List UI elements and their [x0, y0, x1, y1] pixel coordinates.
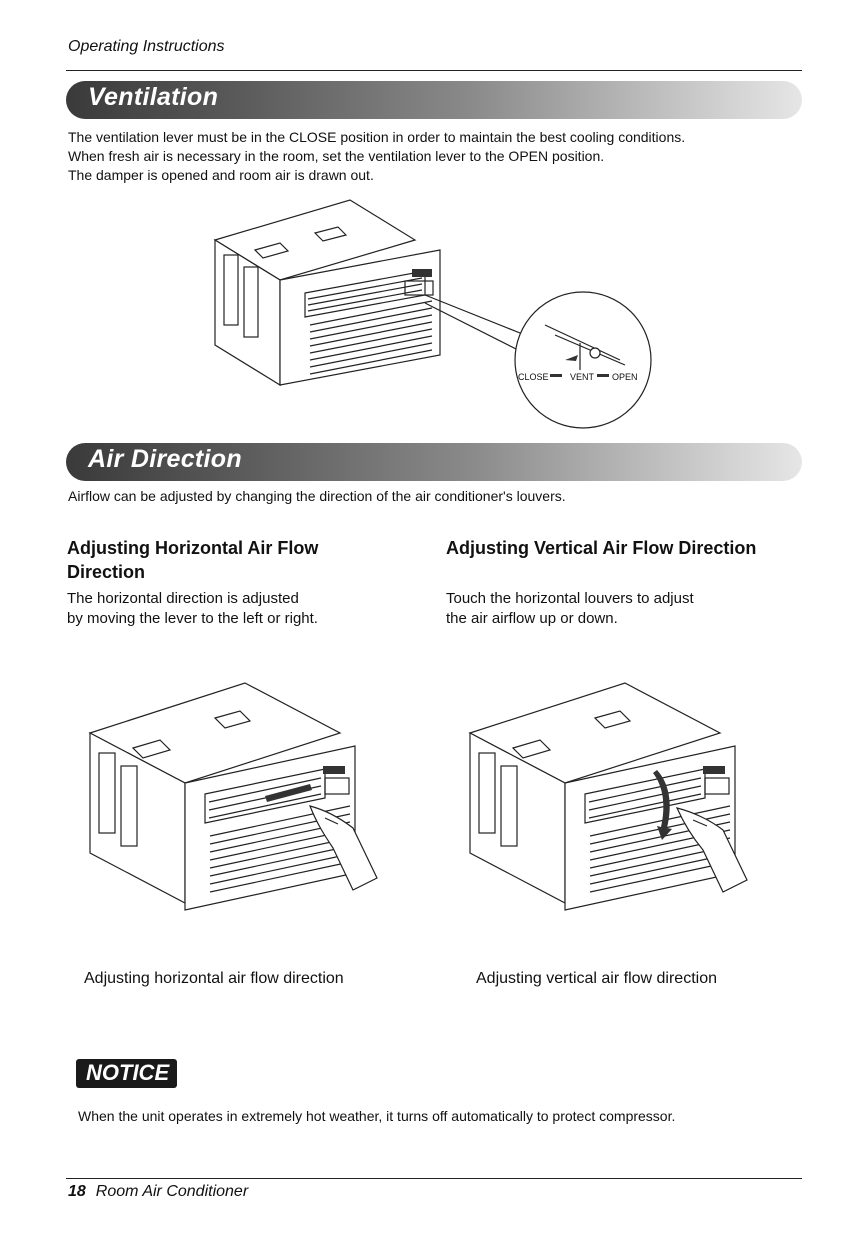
ventilation-title: Ventilation — [88, 83, 219, 111]
horizontal-body: The horizontal direction is adjusted by … — [67, 589, 318, 629]
vertical-heading: Adjusting Vertical Air Flow Direction — [446, 538, 757, 558]
horizontal-body-line-1: The horizontal direction is adjusted — [67, 590, 299, 607]
air-conditioner-illustration — [213, 199, 441, 387]
air-direction-intro: Airflow can be adjusted by changing the … — [68, 488, 566, 504]
footer-divider — [66, 1178, 802, 1179]
air-direction-title: Air Direction — [88, 445, 242, 473]
horizontal-caption: Adjusting horizontal air flow direction — [84, 970, 344, 987]
horizontal-heading-line-2: Direction — [67, 562, 146, 582]
hand-illustration — [675, 807, 748, 893]
horizontal-heading-line-1: Adjusting Horizontal Air Flow — [67, 538, 319, 558]
hand-illustration — [309, 805, 378, 891]
footer-title: Room Air Conditioner — [95, 1183, 249, 1200]
page-footer: 18 Room Air Conditioner — [68, 1183, 248, 1201]
ventilation-title-band: Ventilation — [66, 81, 802, 119]
air-conditioner-illustration — [88, 682, 356, 911]
ventilation-text: The ventilation lever must be in the CLO… — [68, 128, 685, 185]
ventilation-line-1: The ventilation lever must be in the CLO… — [68, 129, 686, 145]
notice-badge: NOTICE — [76, 1059, 178, 1088]
air-direction-title-band: Air Direction — [66, 443, 802, 481]
section-header: Operating Instructions — [68, 38, 225, 55]
header-divider — [66, 70, 802, 71]
curved-arrow-icon — [653, 770, 672, 840]
vertical-body: Touch the horizontal louvers to adjust t… — [446, 589, 694, 629]
ventilation-line-3: The damper is opened and room air is dra… — [68, 167, 374, 183]
horizontal-body-line-2: by moving the lever to the left or right… — [67, 610, 318, 627]
vertical-figure — [468, 682, 748, 911]
ventilation-figure: CLOSE VENT OPEN — [213, 199, 652, 429]
horizontal-heading: Adjusting Horizontal Air Flow Direction — [67, 536, 318, 584]
page-number: 18 — [68, 1183, 86, 1200]
vertical-body-line-1: Touch the horizontal louvers to adjust — [446, 590, 694, 607]
horizontal-figure — [88, 682, 378, 911]
label-close: CLOSE — [518, 372, 549, 382]
air-conditioner-illustration — [468, 682, 736, 911]
vertical-caption: Adjusting vertical air flow direction — [476, 970, 717, 987]
label-open: OPEN — [612, 372, 638, 382]
notice-text: When the unit operates in extremely hot … — [78, 1108, 676, 1124]
ventilation-line-2: When fresh air is necessary in the room,… — [68, 148, 605, 164]
vertical-body-line-2: the air airflow up or down. — [446, 610, 618, 627]
magnifier-circle — [514, 291, 652, 429]
label-vent: VENT — [570, 372, 595, 382]
